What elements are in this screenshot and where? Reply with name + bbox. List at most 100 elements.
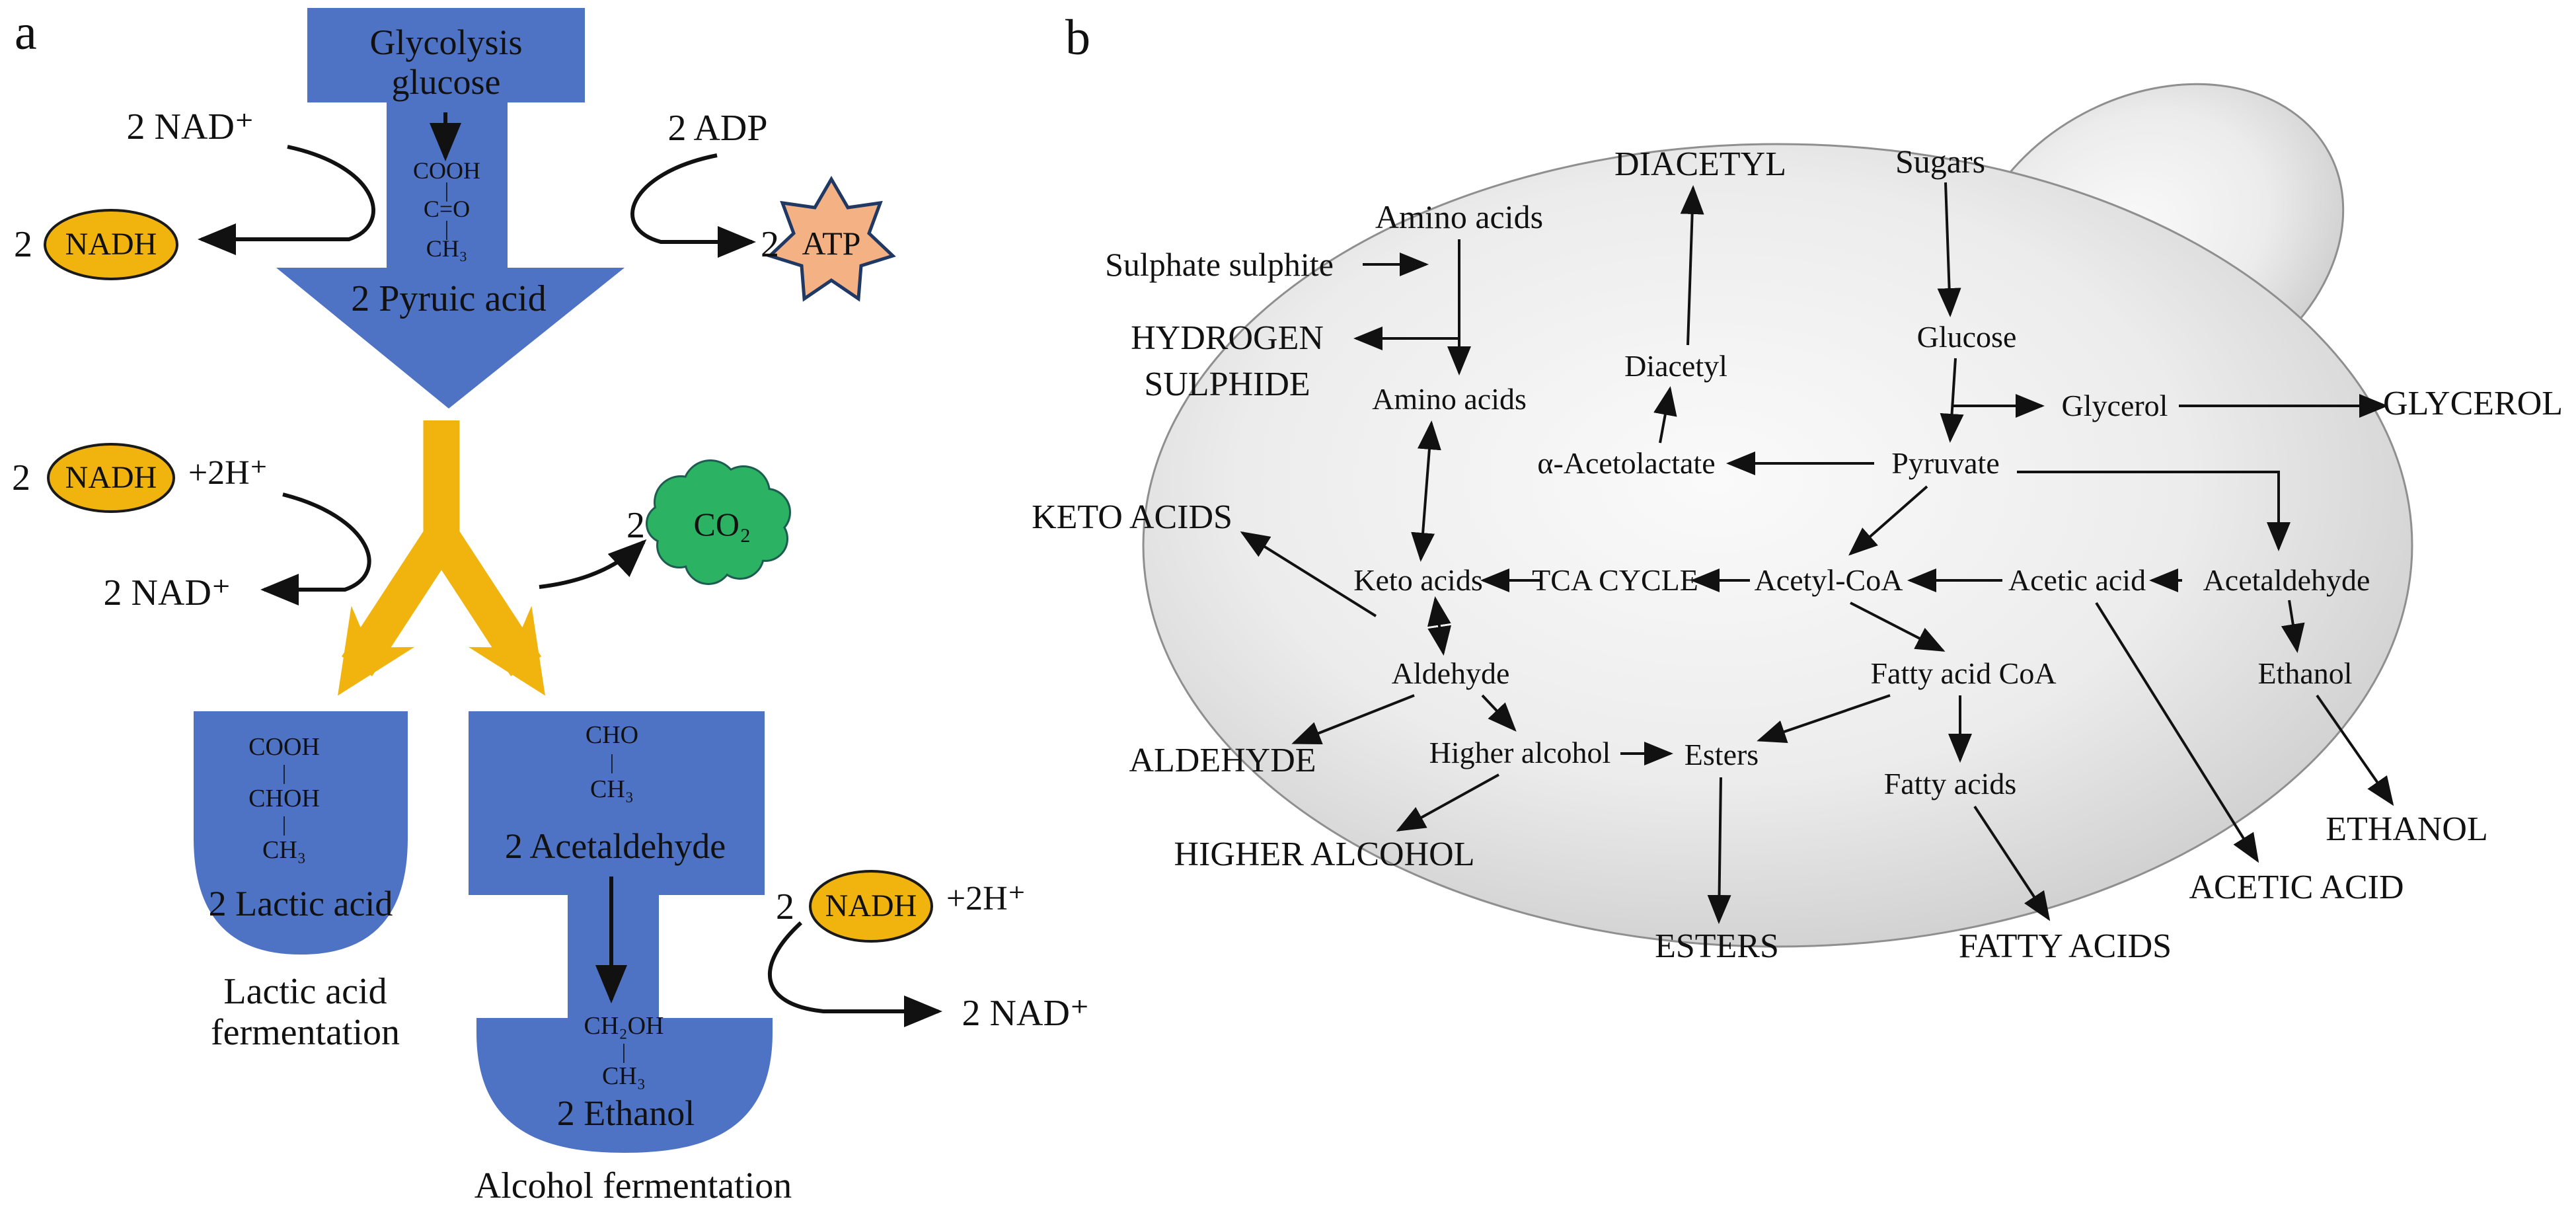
curve-nad-to-nadh	[198, 145, 375, 255]
arrow-ketoacids-aldehyde	[1427, 596, 1452, 656]
bond-bar: |	[621, 1039, 626, 1063]
int-acetyl-coa-label: Acetyl-CoA	[1754, 563, 1903, 597]
atp-count: 2	[761, 224, 779, 265]
ethanol-formula-ch3: CH₃	[601, 1062, 646, 1090]
int-acetolactate-label: α-Acetolactate	[1537, 446, 1716, 480]
hydrogen-sulphide-line1: HYDROGEN	[1131, 319, 1324, 357]
nadh-mid-suffix: +2H⁺	[188, 454, 268, 492]
curve-adp-to-atp	[630, 153, 756, 258]
co2-count: 2	[626, 505, 645, 546]
sulphate-sulphite-label: Sulphate sulphite	[1105, 246, 1334, 283]
nadh-oval-top	[44, 209, 178, 280]
int-tca-cycle-label: TCA CYCLE	[1532, 563, 1698, 597]
lactic-acid-label: 2 Lactic acid	[208, 884, 393, 923]
nadh-top-label: NADH	[65, 227, 157, 262]
pathway-arrows-b	[1240, 182, 2394, 924]
arrow-aldehyde-higheralcohol	[1481, 694, 1517, 732]
ethanol-label: 2 Ethanol	[556, 1093, 695, 1133]
ethanol-formula-ch2oh: CH₂OH	[584, 1012, 664, 1040]
panel-a-letter: a	[15, 5, 37, 60]
bond-bar: |	[444, 216, 449, 240]
int-ethanol-label: Ethanol	[2257, 656, 2353, 690]
int-acetaldehyde-label: Acetaldehyde	[2203, 563, 2370, 597]
acetaldehyde-formula-ch3: CH₃	[589, 775, 634, 803]
arrow-acetaldehyde-ethanol	[2281, 600, 2305, 653]
nad-plus-bottom-label: 2 NAD⁺	[962, 993, 1090, 1034]
ext-ethanol-label: ETHANOL	[2326, 810, 2488, 848]
arrow-diacetyl-out	[1680, 185, 1704, 346]
bond-bar: |	[609, 750, 615, 773]
nadh-mid-label: NADH	[65, 460, 157, 495]
lactic-formula-chow: CHOH	[248, 785, 320, 812]
hydrogen-sulphide-line2: SULPHIDE	[1144, 366, 1310, 403]
arrow-pyruvate-acetylcoa	[1848, 485, 1928, 556]
ext-fatty-acids-label: FATTY ACIDS	[1958, 927, 2172, 965]
lactic-caption-line1: Lactic acid	[223, 971, 387, 1012]
lactic-acid-vessel	[194, 711, 408, 955]
ext-acetic-acid-label: ACETIC ACID	[2189, 869, 2404, 906]
nadh-oval-mid	[47, 443, 175, 513]
int-fatty-acids-label: Fatty acids	[1883, 767, 2017, 800]
int-acetic-acid-label: Acetic acid	[2008, 563, 2146, 597]
glycolysis-title-line2: glucose	[391, 62, 501, 102]
arrow-glucose-pyruvate	[1940, 358, 1964, 443]
acetaldehyde-block	[469, 711, 765, 1023]
nadh-top-count: 2	[14, 224, 32, 265]
arrow-esters-out	[1707, 777, 1731, 924]
int-keto-acids-label: Keto acids	[1353, 563, 1483, 597]
nadh-mid-count: 2	[12, 457, 30, 498]
arrow-fattyacids-out	[1973, 805, 2051, 921]
pyruvic-acid-label: 2 Pyruic acid	[351, 278, 547, 319]
lactic-formula-cooh: COOH	[248, 733, 320, 761]
ext-higher-alcohol-label: HIGHER ALCOHOL	[1174, 836, 1475, 873]
curve-nadh-to-nad-bottom	[767, 921, 942, 1027]
lactic-formula-ch3: CH₃	[262, 836, 307, 864]
co2-cloud	[646, 459, 791, 585]
yeast-cell-body	[1142, 143, 2413, 948]
adp-label: 2 ADP	[667, 108, 768, 149]
ext-diacetyl-label: DIACETYL	[1614, 145, 1786, 183]
arrow-ethanol-out	[2316, 694, 2394, 806]
int-fatty-acid-coa-label: Fatty acid CoA	[1870, 656, 2057, 690]
ext-keto-acids-label: KETO ACIDS	[1032, 498, 1232, 536]
int-aldehyde-label: Aldehyde	[1391, 656, 1510, 690]
ext-esters-label: ESTERS	[1655, 927, 1779, 965]
ext-amino-acids-label: Amino acids	[1375, 198, 1544, 235]
acetaldehyde-label: 2 Acetaldehyde	[504, 826, 726, 866]
pyruvate-formula-cooh: COOH	[412, 157, 481, 184]
ext-aldehyde-label: ALDEHYDE	[1129, 742, 1316, 779]
glycolysis-title-line1: Glycolysis	[369, 22, 523, 62]
bond-bar: |	[282, 812, 287, 836]
arrow-aldehyde-out	[1291, 694, 1415, 745]
alcohol-fermentation-caption: Alcohol fermentation	[474, 1165, 792, 1206]
arrow-acetylcoa-fattyacidcoa	[1850, 602, 1946, 652]
nadh-bottom-label: NADH	[825, 888, 917, 923]
int-pyruvate-label: Pyruvate	[1891, 446, 2000, 480]
ethanol-funnel	[476, 1018, 773, 1153]
bond-bar: |	[282, 760, 287, 784]
atp-label: ATP	[802, 225, 861, 262]
arrow-aminoacids-ketoacids	[1411, 420, 1441, 562]
pyruvate-formula-co: C=O	[423, 196, 471, 222]
int-glycerol-label: Glycerol	[2061, 389, 2168, 422]
lactic-caption-line2: fermentation	[210, 1012, 400, 1053]
arrow-acetolactate-diacetyl	[1653, 386, 1677, 444]
arrow-sugars-glucose	[1937, 182, 1961, 317]
pyruvate-formula-ch3: CH₃	[426, 235, 468, 262]
arrow-aceticacid-out	[2095, 602, 2259, 863]
atp-star	[767, 176, 896, 302]
pyruvate-split-arrow	[338, 420, 545, 696]
co2-label: CO₂	[693, 506, 751, 543]
glycolysis-block-arrow	[276, 8, 625, 409]
int-esters-label: Esters	[1684, 738, 1759, 771]
arrow-higheralcohol-out	[1396, 773, 1499, 832]
curve-nadh-to-nad-mid	[260, 492, 371, 605]
int-glucose-label: Glucose	[1916, 320, 2017, 354]
panel-b-letter: b	[1065, 10, 1090, 65]
arrow-pyruvate-acetaldehyde	[2017, 471, 2291, 551]
int-higher-alcohol-label: Higher alcohol	[1429, 736, 1611, 769]
nadh-bottom-suffix: +2H⁺	[946, 880, 1026, 917]
sugars-label: Sugars	[1895, 143, 1986, 180]
